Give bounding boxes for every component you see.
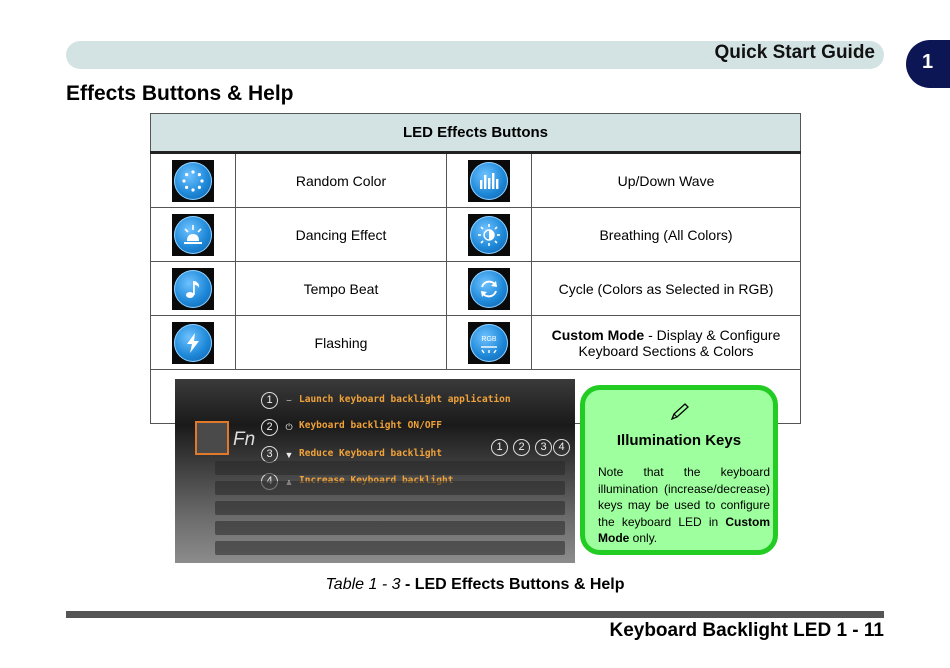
note-bold: Custom Mode (598, 514, 770, 546)
wave-icon (468, 159, 510, 202)
note-body: Note that the keyboard illumination (inc… (598, 464, 770, 547)
note-title: Illumination Keys (616, 432, 742, 449)
fn-key-highlight (195, 421, 229, 455)
custom-mode-label: Custom Mode (551, 326, 645, 343)
keyboard-row (215, 461, 565, 475)
pencil-icon (670, 403, 689, 421)
fn-label: Fn (233, 429, 256, 450)
callout-text: Keyboard backlight ON/OFF (299, 420, 442, 431)
table-row: Random Color Up/Down Wave (150, 152, 801, 208)
rgb-label: RGB (481, 336, 497, 343)
callout-text: Increase Keyboard backlight (299, 475, 453, 486)
table-row: Dancing Effect Breathing (All Colors) (150, 207, 801, 262)
caption-title: - LED Effects Buttons & Help (400, 576, 625, 593)
key-number: 1 (491, 439, 508, 456)
header-bar (66, 41, 884, 69)
keyboard-row (215, 501, 565, 515)
callout-text: Reduce Keyboard backlight (299, 448, 442, 459)
custom-mode-desc: - Display & Configure Keyboard Sections … (578, 326, 781, 359)
footer-bar (66, 611, 884, 618)
cycle-icon (468, 267, 510, 310)
effect-label: Up/Down Wave (531, 152, 801, 208)
effect-label: Breathing (All Colors) (531, 207, 801, 262)
callout-text: Launch keyboard backlight application (299, 394, 511, 405)
key-number: 4 (553, 439, 570, 456)
music-note-icon (172, 267, 214, 310)
led-effects-table: LED Effects Buttons Random Color Up/Down… (150, 113, 801, 563)
effect-label: Dancing Effect (235, 207, 447, 262)
effect-label: Flashing (235, 315, 447, 370)
table-caption: Table 1 - 3 - LED Effects Buttons & Help (0, 576, 950, 594)
effect-label: Tempo Beat (235, 261, 447, 316)
effect-label: Random Color (235, 152, 447, 208)
caption-number: Table 1 - 3 (325, 576, 401, 593)
launch-icon: ⌣ (286, 395, 292, 405)
footer-title: Keyboard Backlight LED 1 - 11 (609, 620, 884, 641)
table-row: Tempo Beat Cycle (Colors as Selected in … (150, 261, 801, 316)
keyboard-row (215, 481, 565, 495)
note-text-end: only. (629, 531, 658, 545)
power-icon: ⏻ (285, 422, 293, 432)
key-number: 3 (535, 439, 552, 456)
callout-number: 2 (261, 419, 278, 436)
note-text: Note that the keyboard illumination (inc… (598, 465, 770, 529)
breathing-icon (468, 213, 510, 256)
section-title: Effects Buttons & Help (66, 82, 294, 105)
effect-label-custom: Custom Mode - Display & Configure Keyboa… (531, 315, 801, 370)
callout-number: 1 (261, 392, 278, 409)
dancing-icon (172, 213, 214, 256)
decrease-icon: ▼ (284, 450, 294, 460)
chapter-tab: 1 (906, 40, 950, 88)
keyboard-row (215, 521, 565, 535)
rgb-icon: RGB (468, 321, 510, 364)
random-color-icon (172, 159, 214, 202)
page-header-title: Quick Start Guide (714, 42, 875, 63)
key-number: 2 (513, 439, 530, 456)
keyboard-photo: Fn 1 ⌣ Launch keyboard backlight applica… (175, 379, 575, 563)
effect-label: Cycle (Colors as Selected in RGB) (531, 261, 801, 316)
keyboard-row (215, 541, 565, 555)
table-row: Flashing RGB Custom Mode - Display & Con… (150, 315, 801, 370)
illumination-note: Illumination Keys Note that the keyboard… (580, 385, 778, 555)
lightning-icon (172, 321, 214, 364)
table-heading: LED Effects Buttons (150, 113, 801, 154)
